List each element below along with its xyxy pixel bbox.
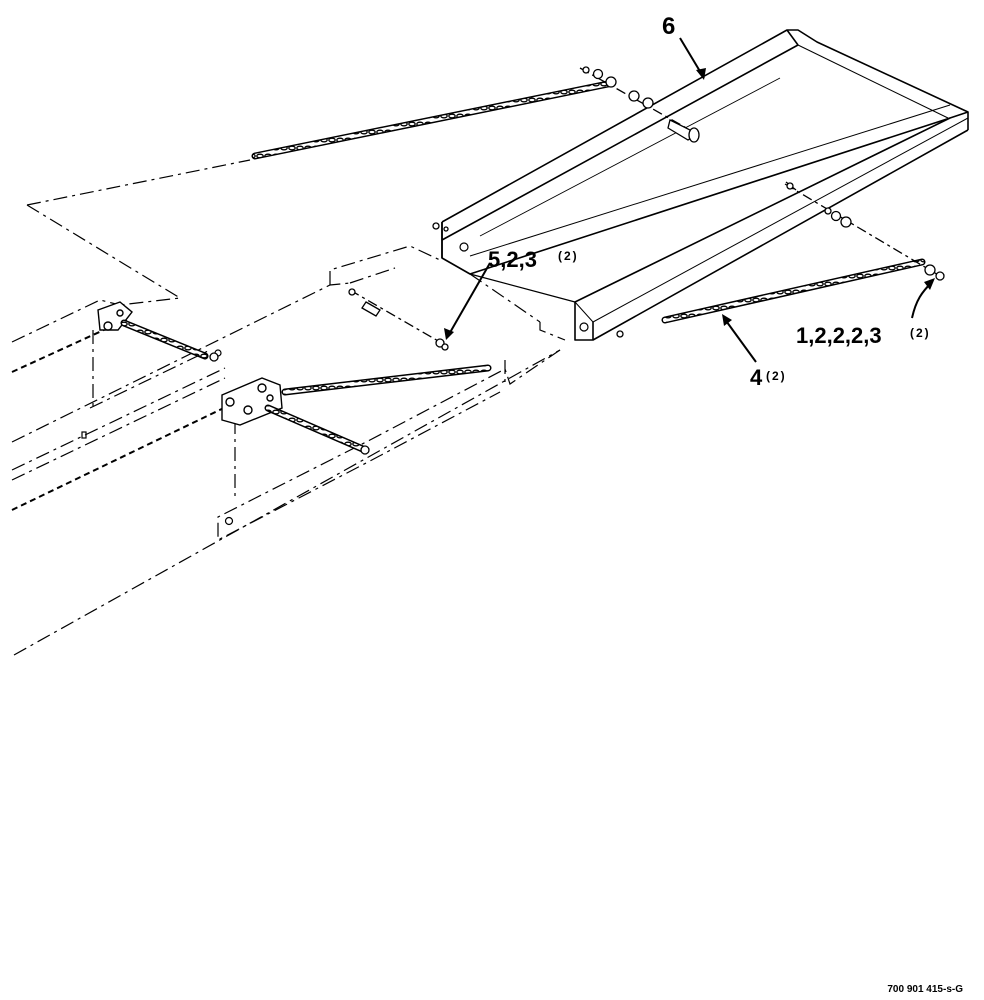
callout-hardware-left-qty: (2) [558,249,579,263]
chain-center [281,364,492,396]
callout-hardware-right-label: 1,2,2,2,3 [796,323,882,348]
chains [120,80,926,454]
arrowhead-hardware-right [924,278,935,290]
pan-part-6 [441,29,969,341]
frame-plate-lower [81,349,234,526]
mount-bracket-left [97,301,133,331]
callout-hardware-right: 1,2,2,2,3 (2) [796,323,931,348]
chain-lower-center [264,404,369,454]
hardware-right [784,181,945,281]
chain-lower-left [120,319,209,360]
callout-part6-label: 6 [662,13,675,40]
arrowhead-chain [722,314,732,326]
callout-hardware-left-label: 5,2,3 [488,247,537,272]
leader-hardware-left [447,262,491,337]
callout-chain-label: 4 [750,365,763,390]
chain-right [661,258,926,324]
callout-chain-qty: (2) [766,369,787,383]
arrowhead-hardware-left [444,328,454,340]
mount-bracket-center [221,377,283,426]
hardware-top [579,66,700,143]
hardware-center [348,288,449,351]
leader-lines [444,37,935,363]
callout-chain: 4 (2) [750,365,787,390]
arrowhead-part6 [696,68,706,80]
figure-number: 700 901 415-s-G [887,984,963,995]
callout-hardware-left: 5,2,3 (2) [488,247,579,272]
callout-part6: 6 [662,13,675,40]
leader-chain [723,317,757,363]
chain-top [251,80,612,160]
hardware-left [209,222,624,455]
callout-hardware-right-qty: (2) [910,326,931,340]
frame-outline [11,159,566,656]
